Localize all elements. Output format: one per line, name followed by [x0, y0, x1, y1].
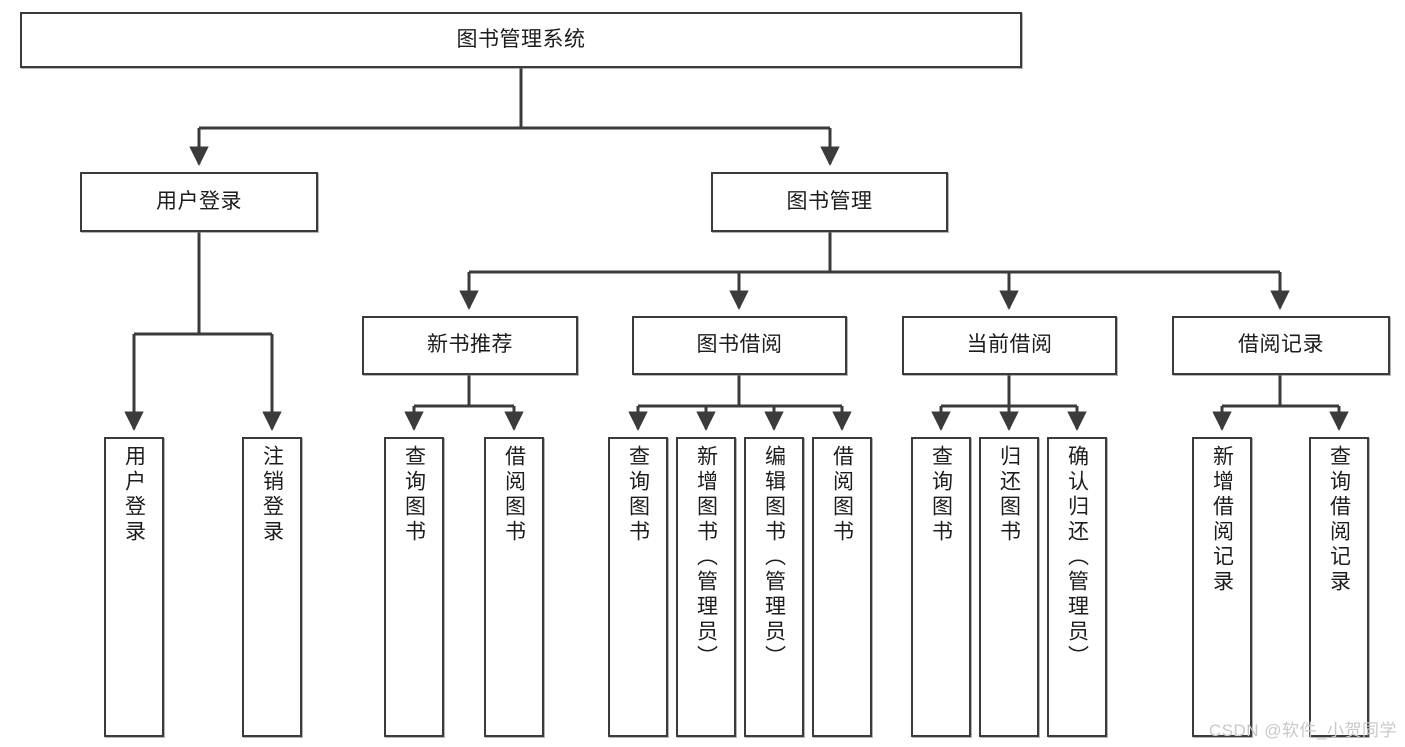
leaf-add-book-label: 新增图书（管理员）	[694, 445, 718, 670]
node-root-label: 图书管理系统	[456, 27, 586, 51]
node-borrow-record[interactable]: 借阅记录	[1172, 316, 1390, 375]
leaf-add-record-label: 新增借阅记录	[1210, 445, 1234, 595]
node-current-borrow[interactable]: 当前借阅	[902, 316, 1117, 375]
leaf-return-book-label: 归还图书	[997, 445, 1021, 545]
node-borrow-record-label: 借阅记录	[1238, 333, 1324, 357]
leaf-edit-book-label: 编辑图书（管理员）	[762, 445, 786, 670]
leaf-query-record-label: 查询借阅记录	[1327, 445, 1351, 595]
leaf-query-book-2[interactable]: 查询图书	[608, 437, 668, 737]
leaf-query-book-1[interactable]: 查询图书	[384, 437, 444, 737]
leaf-add-book[interactable]: 新增图书（管理员）	[676, 437, 736, 737]
leaf-add-record[interactable]: 新增借阅记录	[1192, 437, 1252, 737]
node-book-borrow[interactable]: 图书借阅	[632, 316, 847, 375]
leaf-query-record[interactable]: 查询借阅记录	[1309, 437, 1369, 737]
watermark-text: CSDN @软件_小贺同学	[1208, 721, 1397, 740]
leaf-borrow-book-1-label: 借阅图书	[502, 445, 526, 545]
leaf-query-book-3-label: 查询图书	[929, 445, 953, 545]
node-book-borrow-label: 图书借阅	[696, 333, 783, 357]
node-book-management[interactable]: 图书管理	[711, 172, 948, 232]
leaf-query-book-2-label: 查询图书	[626, 445, 650, 545]
leaf-query-book-3[interactable]: 查询图书	[911, 437, 971, 737]
leaf-query-book-1-label: 查询图书	[402, 445, 426, 545]
leaf-borrow-book-2-label: 借阅图书	[830, 445, 854, 545]
leaf-confirm-return[interactable]: 确认归还（管理员）	[1047, 437, 1107, 737]
leaf-return-book[interactable]: 归还图书	[979, 437, 1039, 737]
leaf-edit-book[interactable]: 编辑图书（管理员）	[744, 437, 804, 737]
leaf-user-login-label: 用户登录	[122, 445, 146, 545]
leaf-logout[interactable]: 注销登录	[242, 437, 302, 737]
leaf-confirm-return-label: 确认归还（管理员）	[1065, 445, 1089, 670]
leaf-user-login[interactable]: 用户登录	[104, 437, 164, 737]
leaf-logout-label: 注销登录	[260, 445, 284, 545]
node-current-borrow-label: 当前借阅	[966, 333, 1053, 357]
node-new-book-recommend[interactable]: 新书推荐	[362, 316, 578, 375]
leaf-borrow-book-1[interactable]: 借阅图书	[484, 437, 544, 737]
node-new-book-recommend-label: 新书推荐	[427, 333, 513, 357]
node-user-login-label: 用户登录	[156, 189, 242, 213]
node-user-login[interactable]: 用户登录	[80, 172, 318, 232]
node-book-management-label: 图书管理	[786, 189, 873, 213]
leaf-borrow-book-2[interactable]: 借阅图书	[812, 437, 872, 737]
node-root[interactable]: 图书管理系统	[20, 12, 1022, 68]
